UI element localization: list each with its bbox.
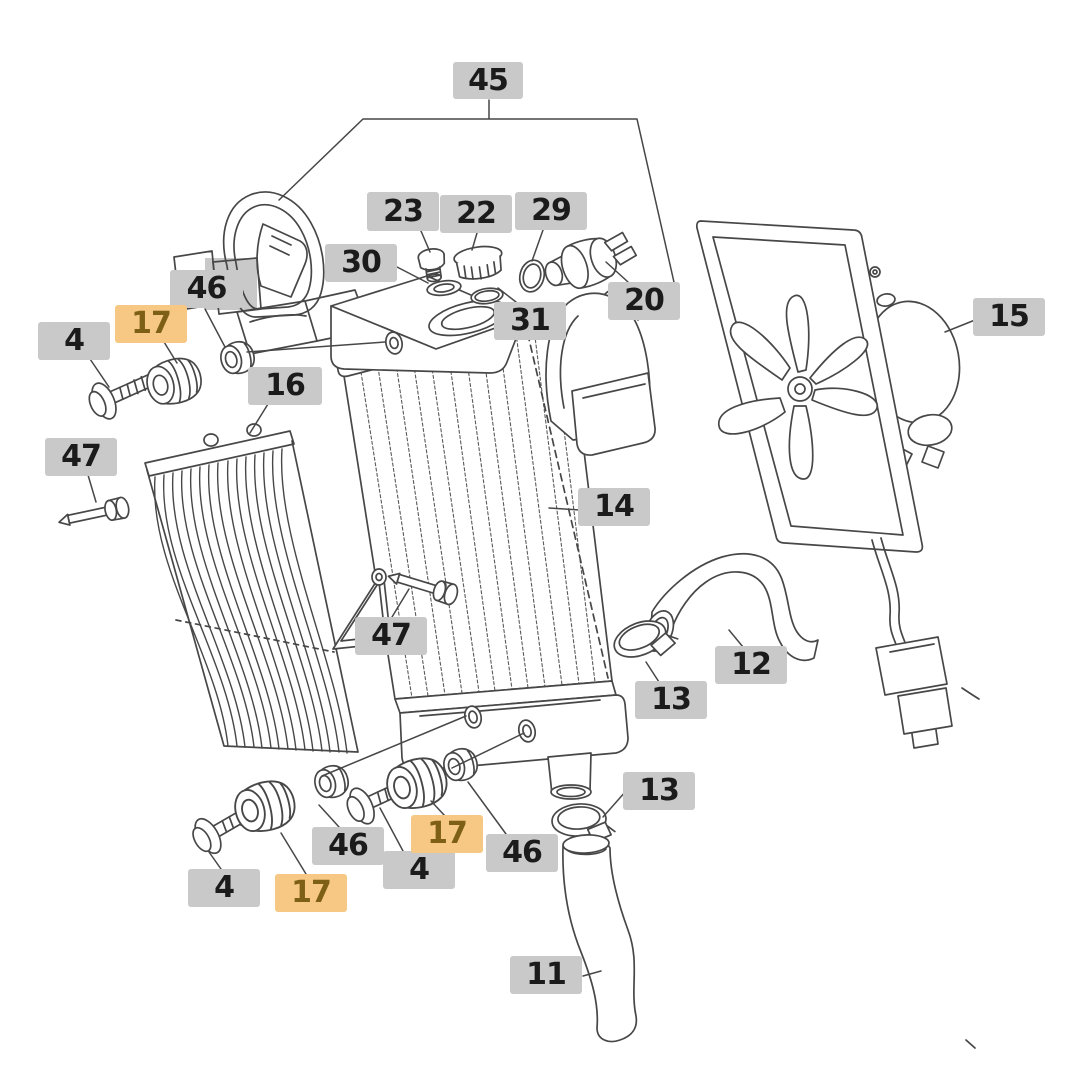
oring-31-drawing xyxy=(470,287,504,305)
thermoswitch-drawing xyxy=(544,231,638,290)
callout-47-mid: 47 xyxy=(355,617,427,655)
callout-46-bottom-left: 46 xyxy=(312,827,384,865)
callout-13-upper: 13 xyxy=(635,681,707,719)
collar-46-bottom-left-drawing xyxy=(310,761,353,803)
callout-13-lower: 13 xyxy=(623,772,695,810)
callout-14: 14 xyxy=(578,488,650,526)
leader-lines xyxy=(87,99,976,977)
grille-drawing xyxy=(144,423,359,754)
misc-marks xyxy=(961,687,980,1049)
callout-15: 15 xyxy=(973,298,1045,336)
callout-17-bottom-left-highlighted: 17 xyxy=(275,874,347,912)
gasket-30-drawing xyxy=(426,279,462,297)
callout-47-left: 47 xyxy=(45,438,117,476)
callout-29: 29 xyxy=(515,192,587,230)
callout-20: 20 xyxy=(608,282,680,320)
callout-23: 23 xyxy=(367,192,439,231)
callout-4-bottom-mid: 4 xyxy=(383,851,455,889)
fan-wire-connector-drawing xyxy=(871,537,953,749)
fan-assembly-drawing xyxy=(695,220,961,553)
radiator-drawing xyxy=(330,275,629,800)
callout-12: 12 xyxy=(715,646,787,684)
callout-31: 31 xyxy=(494,302,566,340)
callout-45: 45 xyxy=(453,62,523,99)
grommet-17-top-drawing xyxy=(141,352,207,411)
filler-plug-23-drawing xyxy=(417,248,446,283)
callout-17-top-highlighted: 17 xyxy=(115,305,187,343)
radiator-cap-22-drawing xyxy=(453,245,503,280)
oring-29-drawing xyxy=(518,259,546,293)
callout-22: 22 xyxy=(440,195,512,233)
callout-11: 11 xyxy=(510,956,582,994)
callout-46-bottom-mid: 46 xyxy=(486,834,558,872)
callout-30: 30 xyxy=(325,244,397,282)
callout-4-top: 4 xyxy=(38,322,110,360)
callout-17-bottom-mid-highlighted: 17 xyxy=(411,815,483,853)
screw-47-left-drawing xyxy=(55,495,132,533)
hose-11-drawing xyxy=(562,834,638,1043)
callout-16: 16 xyxy=(248,367,322,405)
callout-46-top: 46 xyxy=(170,270,243,308)
callout-4-bottom-left: 4 xyxy=(188,869,260,907)
grommet-17-bottom-left-drawing xyxy=(229,774,301,839)
